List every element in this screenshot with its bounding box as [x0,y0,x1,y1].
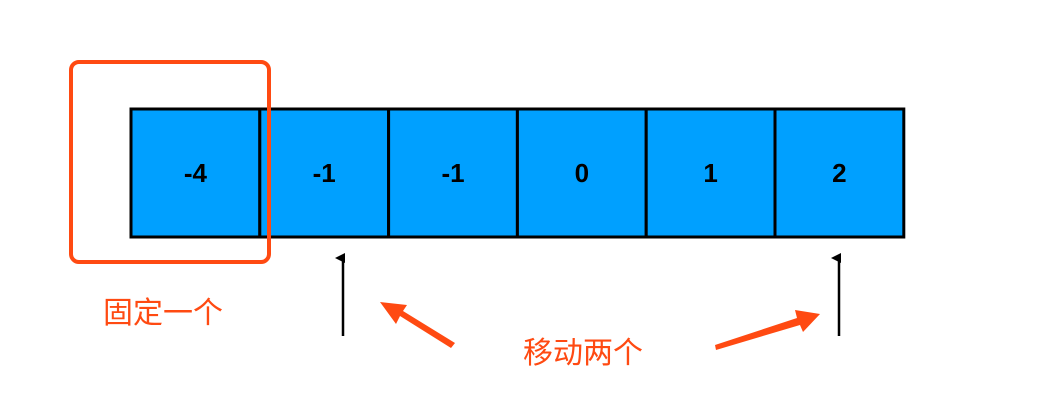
array-cell-value: 2 [832,158,846,188]
right-move-arrow [715,310,820,350]
fixed-one-label: 固定一个 [103,296,223,331]
array-cell [129,107,262,239]
array-cells: -4 -1 -1 0 1 2 [129,107,906,239]
array-cell-value: -1 [313,158,336,188]
array-cell [773,107,906,239]
array-cell [387,107,519,239]
array-cell-value: 0 [575,158,589,188]
left-move-arrow [380,302,455,348]
array-cell [644,107,777,239]
fixed-element-highlight-box [69,60,271,264]
array-cell-value: -4 [184,158,208,188]
array-cell-value: 1 [703,158,717,188]
move-two-label: 移动两个 [523,336,643,371]
array-cell-value: -1 [441,158,464,188]
array-cell [258,107,391,239]
